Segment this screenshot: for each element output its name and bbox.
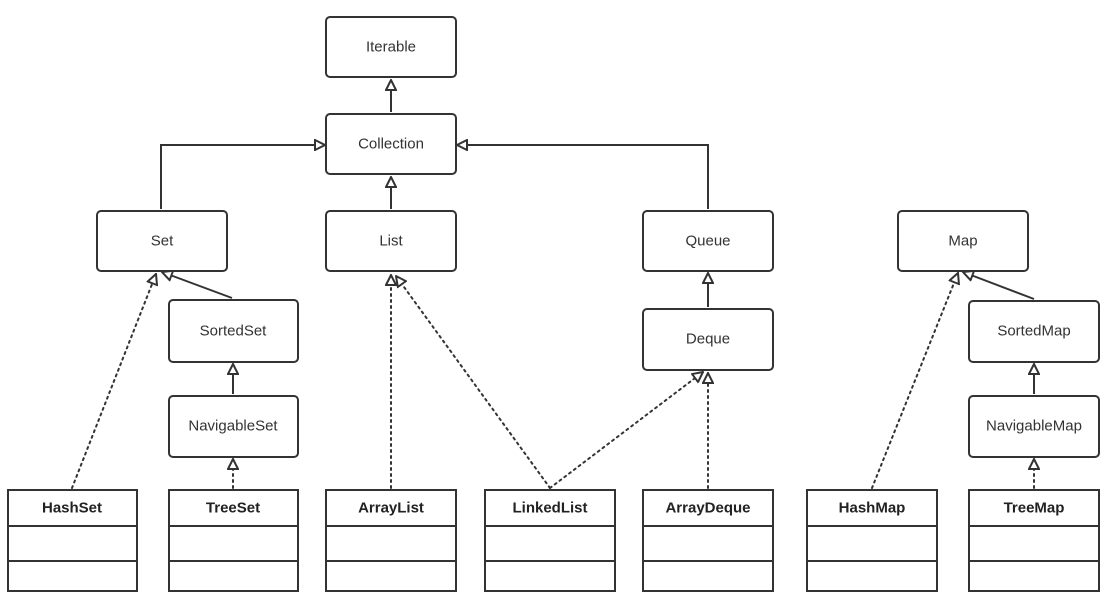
interface-map: Map (897, 210, 1029, 272)
edge-linkedlist-list (396, 276, 551, 489)
edge-set-collection (160, 145, 325, 209)
class-linkedlist: LinkedList (484, 489, 616, 592)
interface-navigablemap: NavigableMap (968, 395, 1100, 458)
interface-label: NavigableSet (188, 418, 278, 435)
interface-label: NavigableMap (986, 418, 1082, 435)
class-treemap: TreeMap (968, 489, 1100, 592)
interface-label: Set (151, 233, 174, 250)
class-treeset: TreeSet (168, 489, 299, 592)
class-label: HashSet (42, 500, 102, 517)
edge-hashset-set (71, 274, 156, 489)
class-hashmap: HashMap (806, 489, 938, 592)
class-label: LinkedList (512, 500, 587, 517)
class-arraydeque: ArrayDeque (642, 489, 774, 592)
interface-sortedmap: SortedMap (968, 300, 1100, 363)
relationship-edges (71, 80, 1035, 489)
class-hashset: HashSet (7, 489, 138, 592)
interface-deque: Deque (642, 308, 774, 371)
interface-label: SortedMap (997, 323, 1070, 340)
edge-linkedlist-deque (549, 372, 703, 489)
interface-list: List (325, 210, 457, 272)
interface-label: List (379, 233, 403, 250)
interface-iterable: Iterable (325, 16, 457, 78)
class-label: ArrayDeque (665, 500, 750, 517)
edge-sortedset-set (162, 272, 233, 299)
interface-label: Iterable (366, 39, 416, 56)
interface-label: Deque (686, 331, 730, 348)
class-label: HashMap (839, 500, 906, 517)
interface-queue: Queue (642, 210, 774, 272)
interface-label: SortedSet (200, 323, 268, 340)
edge-queue-collection (457, 145, 709, 209)
edge-sortedmap-map (963, 272, 1035, 300)
interface-sortedset: SortedSet (168, 299, 299, 363)
interface-navigableset: NavigableSet (168, 395, 299, 458)
edge-hashmap-map (871, 273, 958, 489)
interface-label: Collection (358, 136, 424, 153)
interface-label: Queue (685, 233, 730, 250)
interface-label: Map (948, 233, 977, 250)
class-arraylist: ArrayList (325, 489, 457, 592)
interface-set: Set (96, 210, 228, 272)
class-label: ArrayList (358, 500, 424, 517)
interface-collection: Collection (325, 113, 457, 175)
class-label: TreeSet (206, 500, 260, 517)
class-label: TreeMap (1004, 500, 1065, 517)
